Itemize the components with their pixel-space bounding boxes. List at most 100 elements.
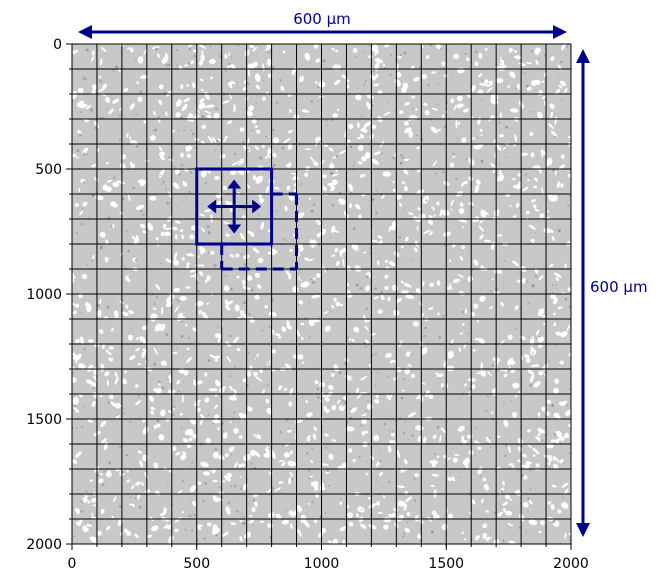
pore bbox=[119, 108, 122, 111]
dark-speck bbox=[177, 129, 180, 132]
pore bbox=[224, 299, 229, 305]
pore bbox=[365, 472, 369, 476]
dark-speck bbox=[192, 230, 195, 233]
pore bbox=[212, 479, 218, 483]
dark-speck bbox=[364, 345, 368, 348]
pore bbox=[404, 102, 410, 106]
dark-speck bbox=[125, 230, 129, 233]
pore bbox=[281, 326, 287, 332]
pore bbox=[114, 371, 118, 378]
pore bbox=[196, 407, 201, 413]
pore bbox=[252, 494, 259, 497]
dark-speck bbox=[216, 139, 219, 143]
pore bbox=[283, 388, 288, 391]
dark-speck bbox=[73, 405, 77, 408]
pore bbox=[256, 129, 261, 134]
pore bbox=[234, 461, 238, 469]
pore bbox=[242, 378, 247, 383]
pore bbox=[222, 221, 231, 226]
pore bbox=[502, 480, 505, 486]
pore bbox=[478, 225, 484, 232]
pore bbox=[123, 87, 129, 92]
pore bbox=[173, 251, 178, 261]
pore bbox=[183, 97, 191, 103]
tile-grid bbox=[72, 44, 571, 544]
dark-speck bbox=[100, 536, 102, 539]
pore bbox=[217, 427, 220, 431]
pore bbox=[258, 193, 262, 198]
pore bbox=[102, 83, 107, 89]
pore bbox=[189, 418, 197, 425]
pore bbox=[382, 495, 386, 499]
dark-speck bbox=[87, 496, 90, 500]
dark-speck bbox=[259, 231, 261, 233]
pore bbox=[157, 53, 161, 58]
pore bbox=[245, 110, 254, 117]
pore bbox=[281, 519, 290, 525]
pore bbox=[316, 233, 321, 238]
dark-speck bbox=[409, 471, 410, 473]
dark-speck bbox=[526, 84, 529, 88]
pore bbox=[72, 50, 79, 53]
pore bbox=[181, 451, 187, 455]
dark-speck bbox=[241, 253, 243, 255]
dark-speck bbox=[551, 404, 555, 407]
pore bbox=[499, 169, 503, 176]
pore bbox=[377, 309, 383, 314]
pore bbox=[180, 84, 184, 90]
dark-speck bbox=[481, 79, 484, 81]
pore bbox=[553, 387, 559, 395]
dark-speck bbox=[551, 457, 554, 460]
pore bbox=[389, 440, 397, 445]
pore bbox=[143, 120, 147, 124]
pore bbox=[534, 208, 540, 212]
pore bbox=[491, 388, 497, 394]
dark-speck bbox=[400, 396, 404, 400]
pore bbox=[348, 337, 352, 341]
dark-speck bbox=[448, 117, 450, 119]
pore bbox=[249, 520, 254, 524]
pore bbox=[165, 258, 173, 264]
dark-speck bbox=[83, 471, 85, 473]
pore bbox=[263, 452, 271, 458]
dark-speck bbox=[317, 137, 318, 139]
y-tick-label: 500 bbox=[35, 162, 62, 178]
pore bbox=[199, 414, 205, 419]
dark-speck bbox=[262, 79, 265, 83]
pore bbox=[92, 50, 95, 56]
dark-speck bbox=[113, 328, 116, 330]
pore bbox=[397, 514, 404, 522]
dark-speck bbox=[175, 64, 178, 66]
dark-speck bbox=[317, 100, 320, 103]
dark-speck bbox=[365, 127, 368, 130]
dark-speck bbox=[308, 302, 310, 304]
pore bbox=[482, 523, 488, 529]
dark-speck bbox=[417, 506, 419, 508]
dark-speck bbox=[237, 44, 240, 47]
pore bbox=[225, 304, 231, 311]
pore bbox=[421, 280, 425, 287]
pore bbox=[197, 481, 201, 486]
dark-speck bbox=[508, 420, 509, 422]
pore bbox=[285, 163, 289, 168]
pore bbox=[487, 370, 492, 377]
pore bbox=[478, 73, 483, 78]
pore bbox=[364, 430, 369, 434]
dark-speck bbox=[164, 185, 166, 187]
pore bbox=[339, 303, 344, 307]
dark-speck bbox=[367, 495, 369, 497]
pore bbox=[467, 276, 474, 282]
dark-speck bbox=[508, 467, 511, 469]
x-tick-label: 500 bbox=[183, 556, 210, 572]
pore bbox=[546, 210, 549, 213]
pore bbox=[254, 145, 260, 151]
dark-speck bbox=[552, 169, 556, 172]
dark-speck bbox=[80, 500, 84, 504]
pore bbox=[512, 177, 516, 181]
pore bbox=[440, 427, 447, 434]
pore bbox=[316, 273, 321, 278]
dark-speck bbox=[413, 499, 416, 502]
dark-speck bbox=[192, 273, 193, 275]
pore bbox=[134, 348, 141, 352]
pore bbox=[461, 137, 467, 143]
